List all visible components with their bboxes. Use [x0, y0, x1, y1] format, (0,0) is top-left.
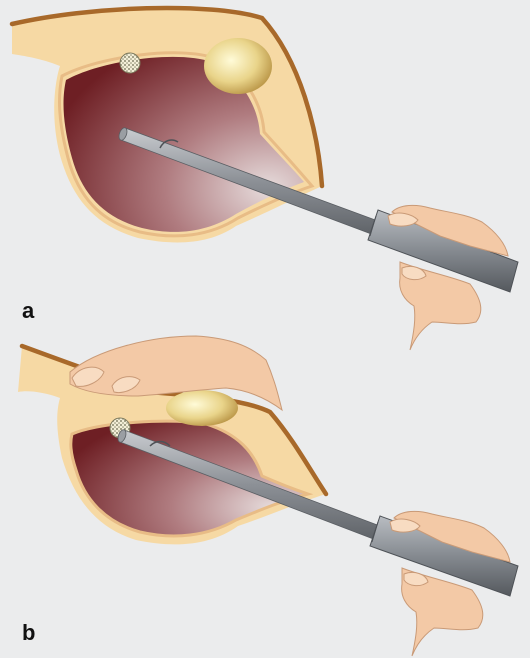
stone-icon-a [120, 53, 140, 73]
panel-b-illustration [18, 336, 518, 656]
panel-a-illustration [12, 8, 518, 350]
panel-label-b: b [22, 620, 35, 646]
panel-label-a: a [22, 298, 34, 324]
nodule-a [204, 38, 272, 94]
nodule-b [166, 390, 238, 426]
